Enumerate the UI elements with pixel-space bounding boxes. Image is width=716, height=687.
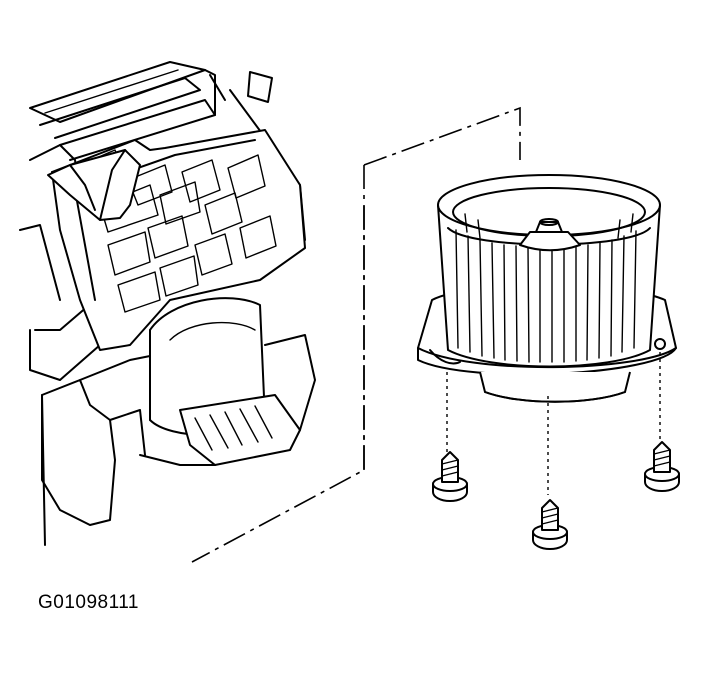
alignment-lines	[446, 352, 661, 495]
blower-housing	[19, 61, 316, 546]
screw-icon	[532, 499, 568, 550]
screw-icon	[644, 441, 680, 492]
fan-blades	[455, 213, 637, 363]
blower-motor-fan	[417, 174, 677, 403]
figure-id-label: G01098111	[38, 592, 139, 613]
reference-outline	[191, 106, 521, 563]
screw-icon	[432, 451, 468, 502]
